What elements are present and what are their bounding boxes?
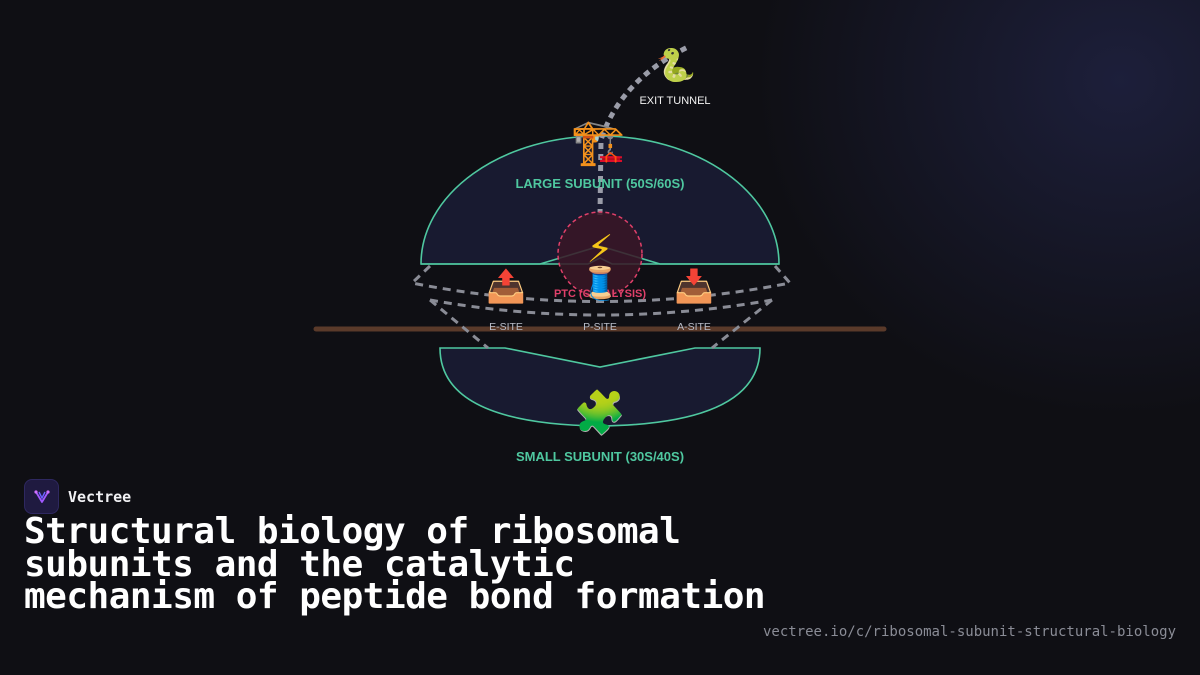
puzzle-icon: 🧩 bbox=[574, 388, 626, 437]
e-site-label: E-SITE bbox=[489, 321, 523, 333]
outbox-icon: 📤 bbox=[486, 267, 526, 305]
page-url[interactable]: vectree.io/c/ribosomal-subunit-structura… bbox=[762, 624, 1176, 640]
a-site-label: A-SITE bbox=[677, 321, 711, 333]
page-title: Structural biology of ribosomal subunits… bbox=[24, 511, 766, 617]
exit-tunnel-path bbox=[597, 43, 692, 216]
ptc-label: PTC (CATALYSIS) bbox=[554, 288, 646, 300]
brand-name: Vectree bbox=[68, 487, 132, 506]
small-subunit-label: SMALL SUBUNIT (30S/40S) bbox=[516, 449, 684, 464]
vectree-logo-icon bbox=[24, 479, 59, 514]
snake-icon: 🐍 bbox=[656, 46, 696, 84]
dashed-contour-right bbox=[711, 298, 773, 350]
dashed-contour-left bbox=[429, 298, 489, 350]
ptc-circle bbox=[557, 211, 643, 297]
large-subunit-label: LARGE SUBUNIT (50S/60S) bbox=[515, 176, 684, 191]
p-site-label: P-SITE bbox=[583, 321, 617, 333]
brand: Vectree bbox=[24, 479, 131, 514]
exit-tunnel-label: EXIT TUNNEL bbox=[639, 95, 710, 107]
inbox-icon: 📥 bbox=[674, 267, 714, 305]
lightning-icon: ⚡ bbox=[587, 227, 614, 271]
dashed-contour-inner bbox=[429, 298, 773, 317]
crane-icon: 🏗️ bbox=[571, 117, 626, 168]
thread-icon: 🧵 bbox=[580, 264, 620, 302]
small-subunit-shape bbox=[439, 347, 761, 427]
dashed-contour-outer bbox=[408, 264, 793, 303]
